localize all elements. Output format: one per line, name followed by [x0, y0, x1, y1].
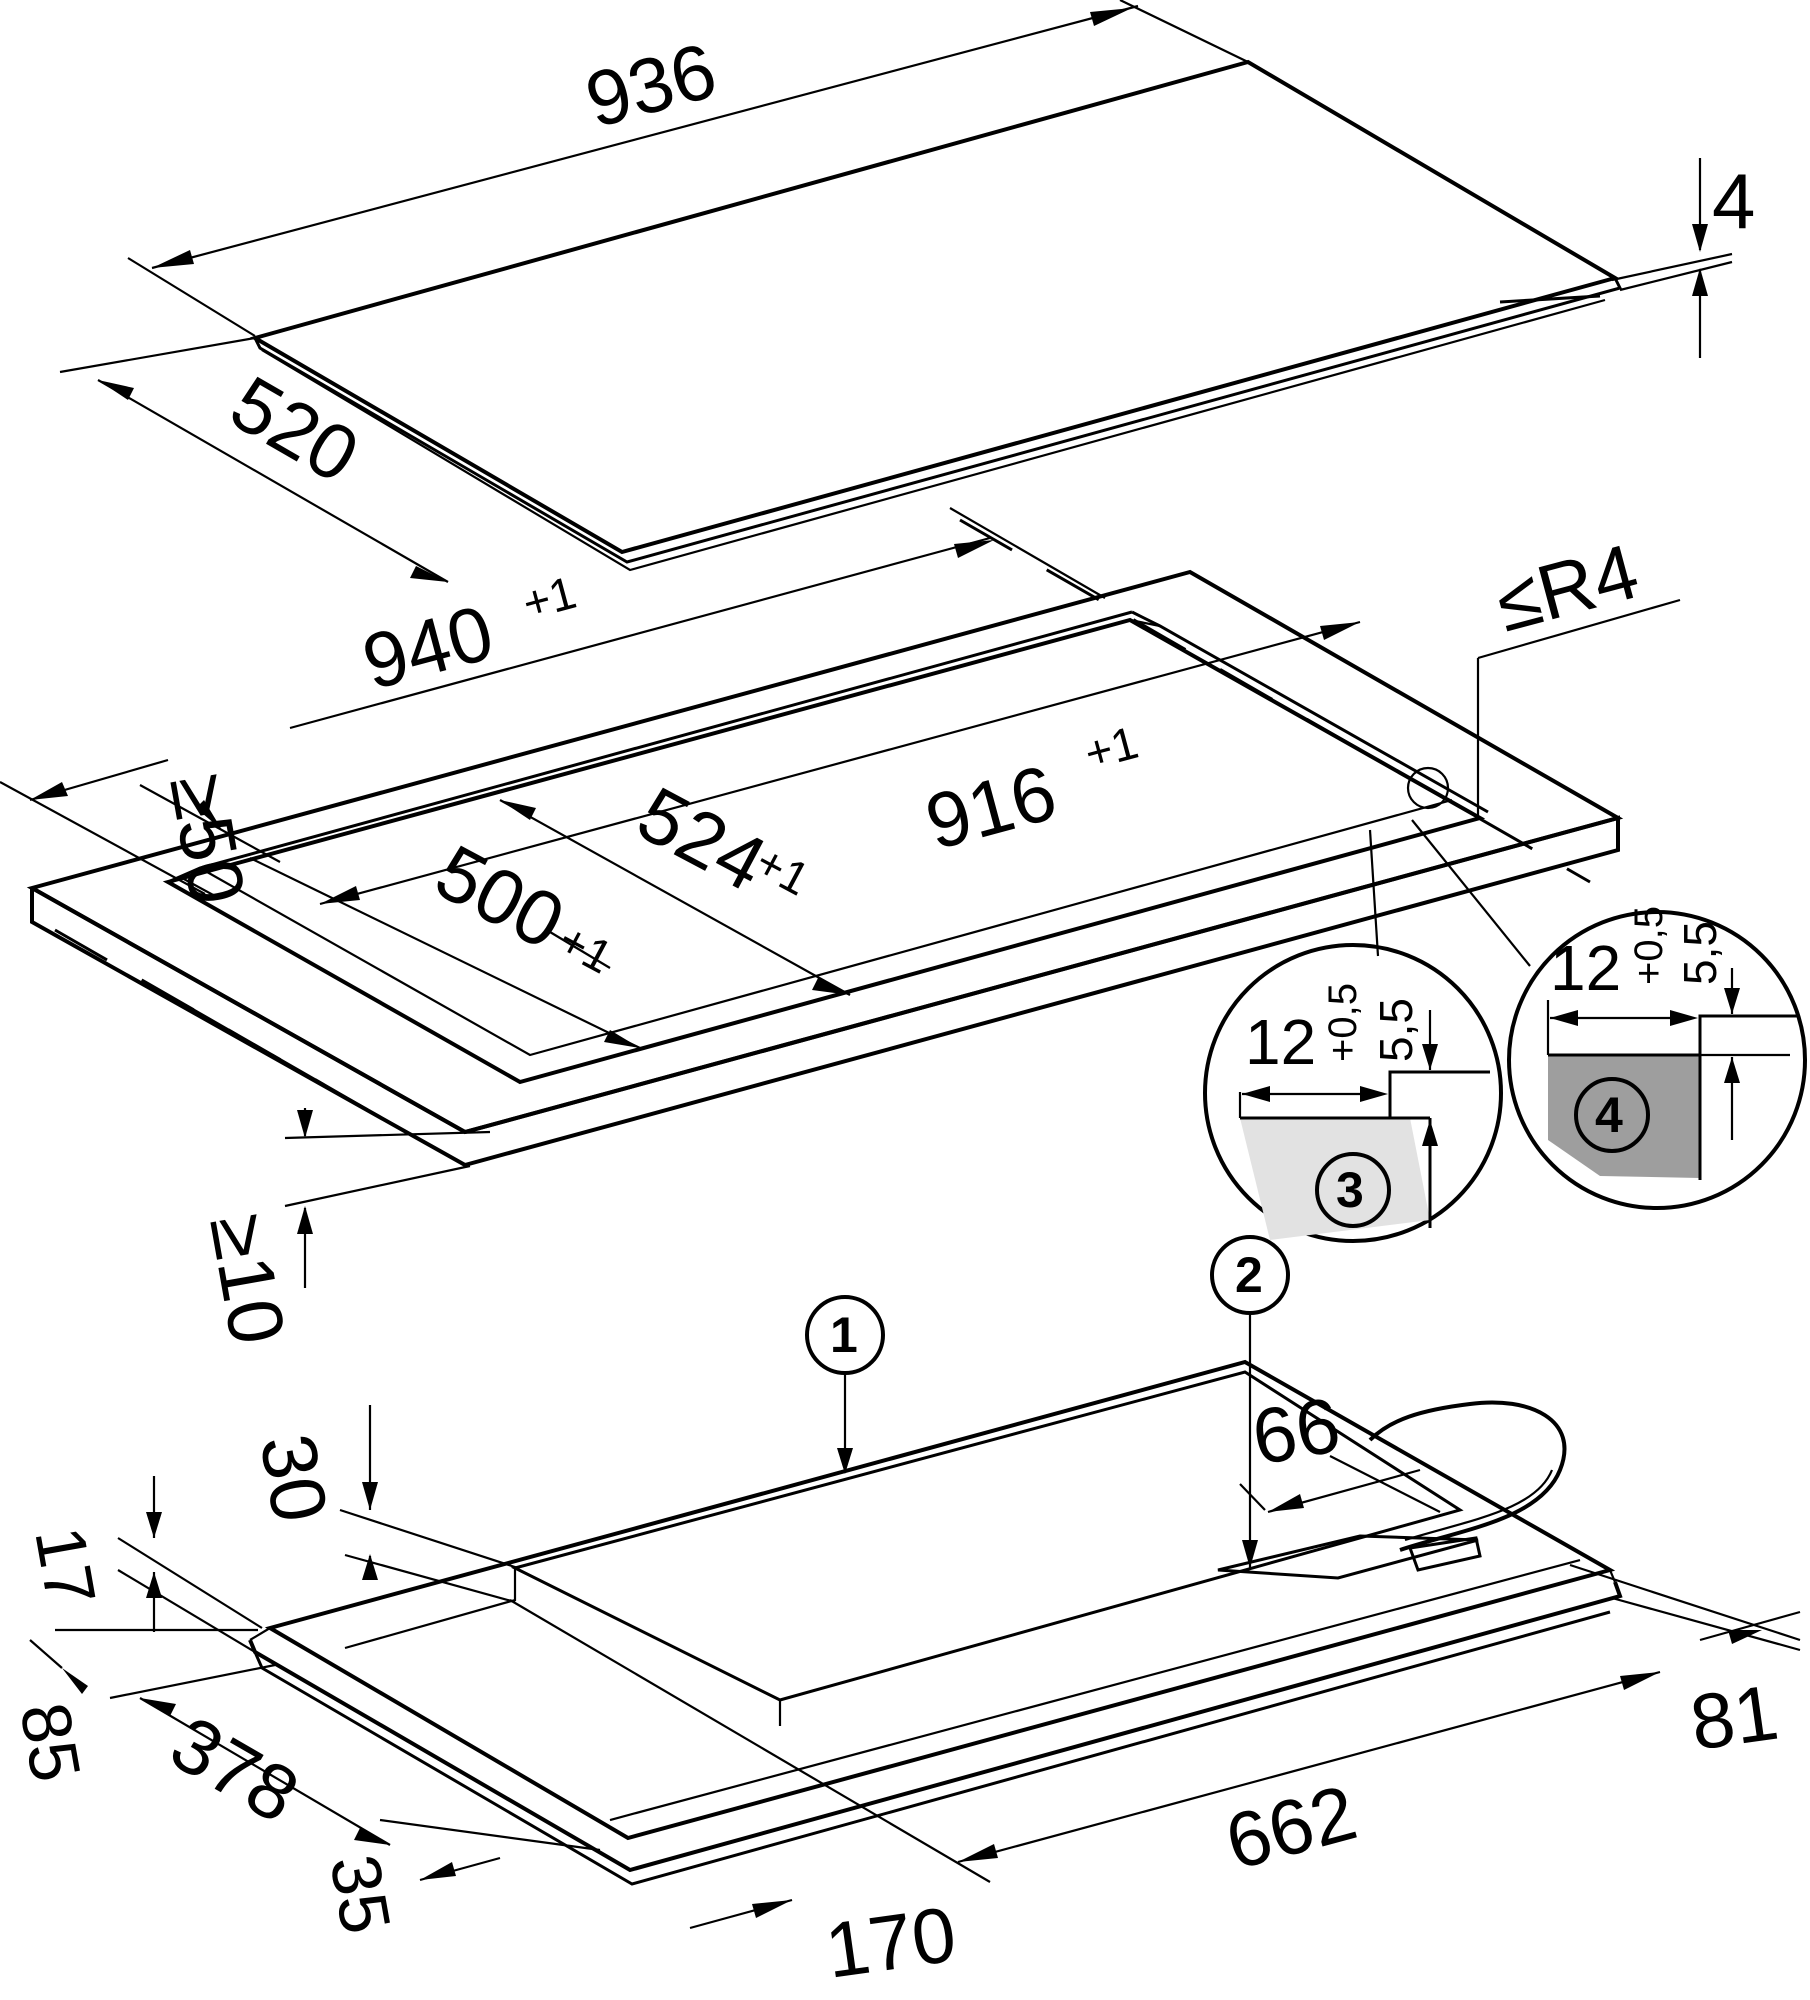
detail-3-depth: 5,5: [1370, 998, 1422, 1062]
dim-underside-662: 662: [957, 1670, 1661, 1886]
dim-worktop-thickness: ≥10: [193, 1108, 491, 1351]
dim-10-label: ≥10: [193, 1208, 302, 1351]
detail-4-tolerance: +0,5: [1627, 906, 1671, 985]
dim-hob-width: 936: [127, 0, 1249, 337]
dim-4-label: 4: [1712, 157, 1755, 245]
dim-17-label: 17: [20, 1521, 110, 1611]
dim-520-label: 520: [217, 359, 374, 500]
dim-916-label: 916: [917, 748, 1065, 867]
dim-524-label: 524: [624, 769, 780, 908]
worktop-frame: [26, 569, 1624, 1168]
worktop-dashed-edges: [54, 518, 1591, 1142]
detail-4-depth: 5,5: [1674, 921, 1726, 985]
hob-glass-panel: [249, 59, 1623, 572]
dim-underside-170: 170: [509, 1599, 991, 1995]
dim-underside-85: 85: [5, 1628, 276, 1787]
dim-cutout-depth: 500 +1: [249, 827, 641, 1049]
dim-170-label: 170: [820, 1890, 961, 1995]
dim-rear-clearance: ≥50: [0, 758, 281, 911]
dim-corner-radius: ≤R4: [1476, 527, 1681, 818]
dim-35-label: 35: [315, 1849, 405, 1939]
detail-3-badge: 3: [1336, 1162, 1364, 1218]
callout-1: 1: [805, 1295, 885, 1474]
dim-30-label: 30: [243, 1428, 345, 1529]
dim-hob-depth: 520: [59, 336, 449, 583]
detail-3-flush-mount: 12 +0,5 5,5 3: [1203, 819, 1531, 1243]
dim-50-label: ≥50: [153, 768, 262, 911]
dim-916-tolerance: +1: [1079, 716, 1143, 780]
callout-2-label: 2: [1235, 1247, 1263, 1303]
dim-hob-thickness: 4: [1611, 157, 1755, 358]
dim-underside-30: 30: [243, 1405, 519, 1604]
dim-940-tolerance: +1: [517, 566, 581, 630]
detail-3-width: 12: [1245, 1006, 1316, 1078]
dim-940-label: 940: [354, 588, 502, 707]
hob-underside: [248, 1359, 1623, 1886]
dim-500-tolerance: +1: [550, 913, 621, 984]
dim-936-label: 936: [577, 26, 725, 145]
detail-3-tolerance: +0,5: [1321, 983, 1365, 1062]
dim-underside-35: 35: [315, 1818, 601, 1939]
dim-underside-66: 66: [1239, 1380, 1441, 1514]
callout-2: 2: [1210, 1235, 1290, 1568]
dim-66-label: 66: [1246, 1380, 1347, 1482]
callout-1-label: 1: [830, 1307, 858, 1363]
detail-4-recessed-mount: 12 +0,5 5,5 4: [1507, 906, 1807, 1210]
dim-500-label: 500: [422, 827, 578, 966]
dim-underside-81: 81: [1569, 1563, 1801, 1767]
dim-underside-17: 17: [20, 1476, 263, 1653]
dim-r4-label: ≤R4: [1487, 527, 1647, 649]
detail-4-badge: 4: [1595, 1087, 1623, 1143]
dim-81-label: 81: [1685, 1668, 1783, 1767]
dim-378-label: 378: [157, 1699, 314, 1840]
dim-85-label: 85: [5, 1697, 95, 1787]
detail-4-width: 12: [1550, 932, 1621, 1004]
